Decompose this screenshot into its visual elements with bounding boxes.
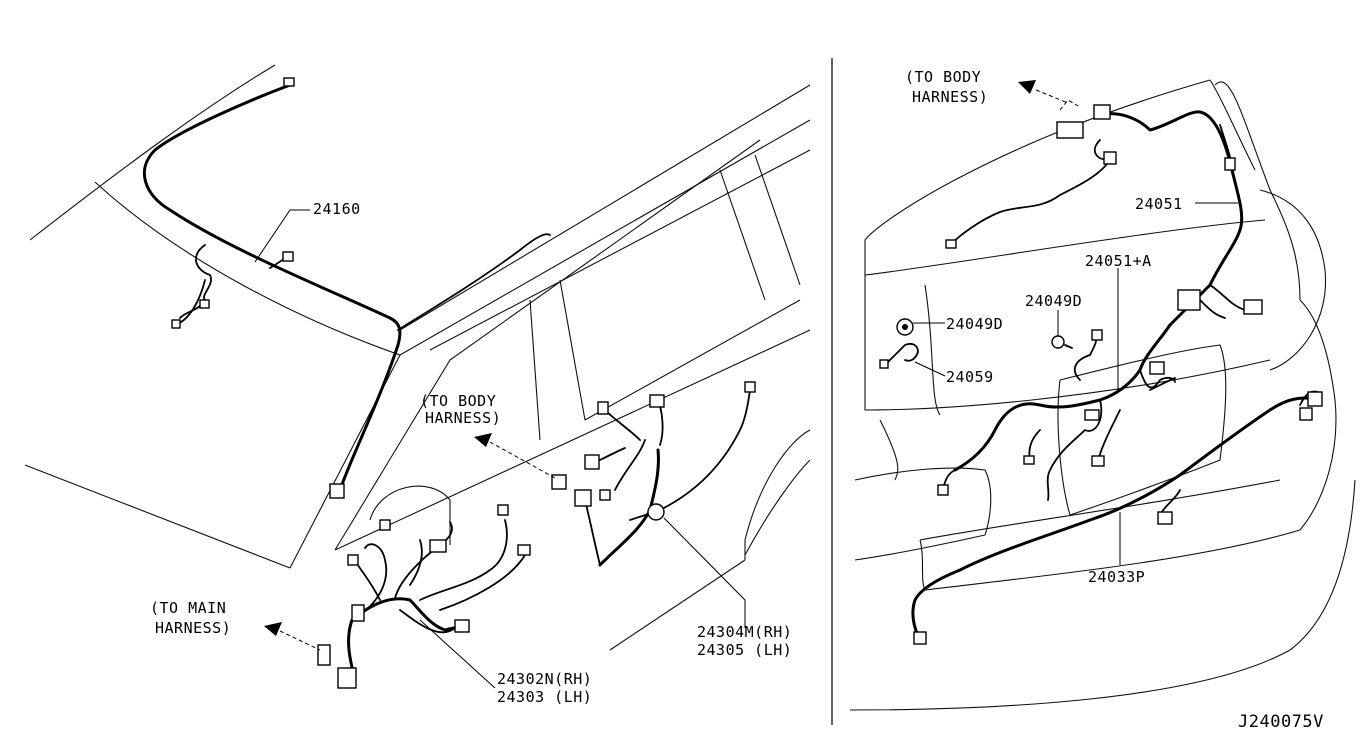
label-24305-lh: 24305 (LH) bbox=[697, 641, 792, 659]
label-to-main-harness-l1: (TO MAIN bbox=[150, 599, 226, 617]
label-24059: 24059 bbox=[946, 368, 994, 386]
left-to-main-arrow bbox=[264, 622, 321, 651]
label-24051-a: 24051+A bbox=[1085, 252, 1152, 270]
diagram-code: J240075V bbox=[1238, 712, 1324, 732]
left-to-body-arrow bbox=[474, 433, 556, 479]
label-24051: 24051 bbox=[1135, 195, 1183, 213]
label-to-main-harness-l2: HARNESS) bbox=[155, 619, 231, 637]
label-to-body-harness-r-l1: (TO BODY bbox=[905, 68, 981, 86]
right-to-body-arrow bbox=[1018, 80, 1079, 111]
label-to-body-harness-l2: HARNESS) bbox=[425, 409, 501, 427]
label-24049d-left: 24049D bbox=[946, 315, 1003, 333]
harness-24051a bbox=[937, 268, 1176, 501]
harness-24033p bbox=[911, 390, 1323, 645]
label-24049d-upper: 24049D bbox=[1025, 292, 1082, 310]
right-vehicle-body bbox=[849, 79, 1356, 711]
harness-24160 bbox=[142, 77, 551, 499]
label-to-body-harness-r-l2: HARNESS) bbox=[912, 88, 988, 106]
grommet-24049d-left bbox=[896, 318, 945, 336]
label-24160: 24160 bbox=[313, 200, 361, 218]
harness-24051 bbox=[945, 104, 1263, 327]
label-to-body-harness-l1: (TO BODY bbox=[420, 392, 496, 410]
grommet-24049d-right bbox=[1051, 310, 1073, 349]
sub-harness-24059 bbox=[879, 342, 946, 377]
label-24302n-rh: 24302N(RH) bbox=[497, 670, 592, 688]
left-vehicle-body bbox=[24, 64, 811, 651]
label-24303-lh: 24303 (LH) bbox=[497, 688, 592, 706]
label-24033p: 24033P bbox=[1088, 568, 1145, 586]
harness-24304m bbox=[551, 381, 756, 628]
label-24304m-rh: 24304M(RH) bbox=[697, 623, 792, 641]
harness-24302n bbox=[317, 504, 531, 689]
